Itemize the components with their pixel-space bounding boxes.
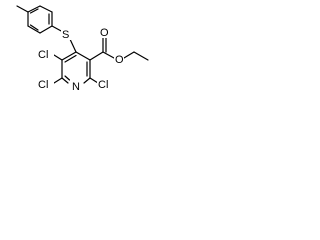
ester-oxygen-label: O bbox=[115, 54, 124, 66]
bond bbox=[133, 51, 149, 61]
chloro-atom-label-top-left: Cl bbox=[38, 49, 48, 61]
label-backing bbox=[61, 28, 71, 40]
chloro-atom-label-bottom-left: Cl bbox=[38, 79, 48, 91]
bond bbox=[61, 51, 77, 61]
bond bbox=[89, 51, 104, 61]
bond bbox=[75, 51, 91, 61]
tolyl-ring bbox=[16, 5, 64, 34]
label-backing bbox=[97, 78, 113, 90]
label-backing bbox=[38, 78, 54, 90]
double-bond-inner bbox=[64, 54, 77, 63]
bond bbox=[39, 5, 53, 13]
molecule-structure-diagram: S Cl Cl Cl N O O bbox=[16, 5, 149, 93]
double-bond-inner bbox=[64, 75, 71, 81]
bond bbox=[89, 77, 99, 84]
ester-group bbox=[89, 37, 149, 61]
bond bbox=[53, 54, 63, 61]
label-backing bbox=[99, 26, 110, 38]
bond bbox=[61, 77, 69, 84]
double-bond-inner bbox=[29, 24, 39, 31]
label-backing bbox=[70, 79, 82, 92]
label-backing bbox=[38, 48, 54, 60]
bond bbox=[27, 5, 41, 13]
nitrogen-atom-label: N bbox=[72, 81, 80, 93]
double-bond-inner bbox=[29, 8, 39, 14]
bond bbox=[123, 51, 135, 59]
bond bbox=[39, 25, 53, 34]
label-backing bbox=[114, 53, 124, 65]
carbonyl-oxygen-label: O bbox=[100, 27, 109, 39]
bond bbox=[102, 51, 115, 59]
chloro-atom-label-bottom-right: Cl bbox=[98, 79, 108, 91]
bond bbox=[53, 77, 63, 84]
pyridine-ring bbox=[61, 51, 91, 84]
bond bbox=[27, 25, 41, 34]
sulfur-atom-label: S bbox=[62, 29, 69, 41]
bond bbox=[83, 77, 91, 84]
methyl-bond bbox=[16, 5, 29, 13]
